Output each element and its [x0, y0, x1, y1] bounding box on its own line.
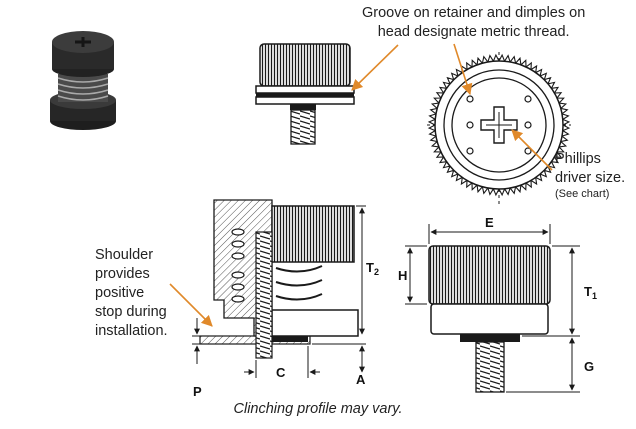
- dim-label-h: H: [398, 268, 407, 283]
- dim-label-t1: T1: [584, 284, 597, 301]
- dim-label-e: E: [485, 215, 494, 230]
- groove-callout: Groove on retainer and dimples on head d…: [362, 5, 586, 40]
- dim-label-g: G: [584, 359, 594, 374]
- dimension-lines: [192, 205, 580, 393]
- front-view: [428, 245, 551, 393]
- dimension-labels: E H T1 G T2 A C P: [193, 215, 597, 399]
- top-view: [427, 52, 571, 204]
- side-view-top: [255, 43, 355, 145]
- dim-label-p: P: [193, 384, 202, 399]
- dim-label-t2: T2: [366, 260, 379, 277]
- cross-section-view: [199, 199, 359, 359]
- figure-caption: Clinching profile may vary.: [233, 401, 403, 417]
- product-photo: [50, 31, 116, 130]
- dim-label-c: C: [276, 365, 286, 380]
- shoulder-callout: Shoulder provides positive stop during i…: [95, 247, 168, 339]
- dim-label-a: A: [356, 372, 366, 387]
- leader-arrows: [169, 43, 553, 327]
- phillips-callout: Phillips driver size. (See chart): [555, 151, 626, 200]
- phillips-note: (See chart): [555, 188, 610, 200]
